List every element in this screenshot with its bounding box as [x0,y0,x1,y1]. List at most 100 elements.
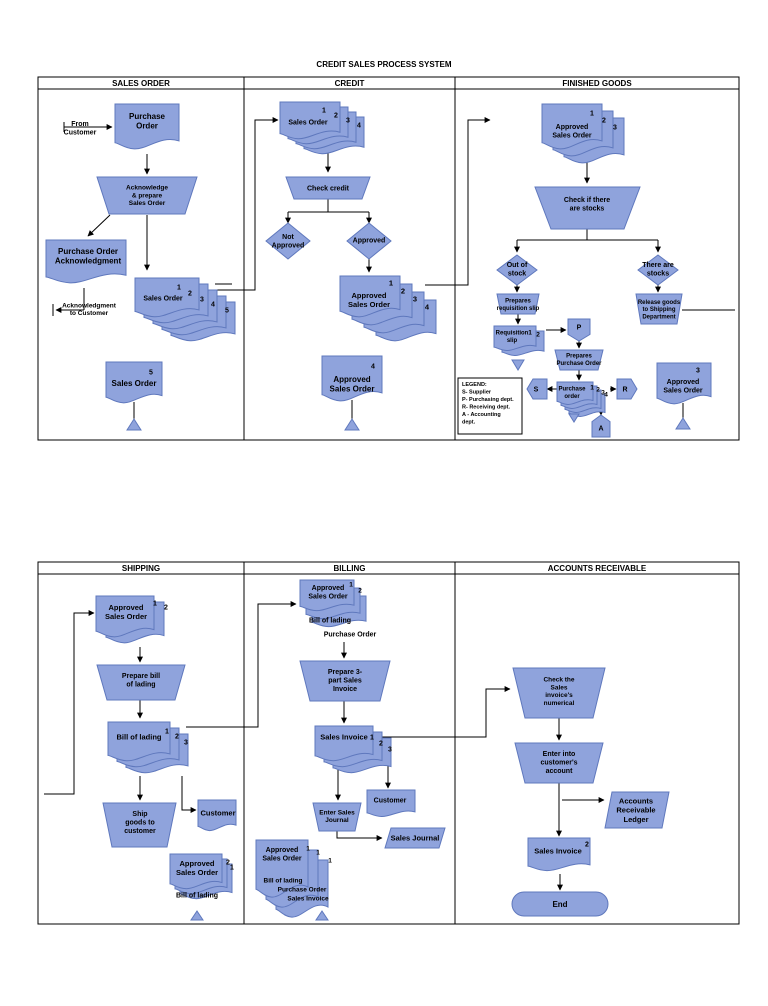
lane-header: SALES ORDER [112,79,170,88]
legend-line: R- Receiving dept. [462,404,510,410]
check-stocks-process [534,186,641,230]
copy-number: 1 [590,384,594,391]
copy-number: 2 [164,604,168,611]
end-label: End [552,900,567,909]
file-triangle-down [568,413,580,423]
receiving-connector [616,378,638,400]
purchase-order-multidoc-copy [556,381,594,405]
legend-line: A - Accounting [462,412,501,418]
billing-file-bol-label: Bill of lading [264,877,303,884]
prepares-requisition-process [496,293,540,315]
acknowledge-sales-order-process [96,176,198,215]
sales-order-doc-label: Sales Order [143,295,183,302]
credit-sales-order-label: Sales Order [288,119,328,126]
s-label: S [534,386,539,393]
lane-frame [37,561,740,925]
copy-number: 2 [188,290,192,297]
copy-number: 3 [601,389,605,396]
billing-file-po-label: Purchase Order [278,886,327,893]
ship-approved-so-multidoc-copy [95,595,155,638]
copy-number: 3 [413,295,417,304]
copy-number: 2 [334,112,338,119]
file-triangle [315,910,329,921]
swimlane-frames: CREDIT SALES PROCESS SYSTEM SALES ORDER CR… [37,60,740,925]
customer-copy-doc [197,799,237,832]
requisition-slip-multidoc-copy [493,325,537,351]
approved-label: Approved [353,237,386,244]
check-invoice-process [512,667,606,719]
copy-number: 3 [184,739,188,746]
billing-file-si-label: Sales Invoice [287,895,329,902]
file-triangle [344,418,360,431]
flow-line [181,776,197,813]
ship-goods-process [102,802,177,848]
copy-number: 4 [604,391,608,398]
billing-file-multidoc-copy [255,839,309,898]
copy-number: 2 [379,740,383,747]
ship-bol-label: Bill of lading [117,733,162,742]
copy-number: 4 [211,301,215,308]
accounting-connector [591,414,611,438]
copy-number: 3 [388,746,392,753]
sales-order-file-doc [105,361,163,404]
release-goods-process [635,293,683,325]
lane-header: CREDIT [335,79,365,88]
end-terminal [511,891,609,917]
check-credit-label: Check credit [307,185,350,192]
lane-frame [37,76,740,441]
bill-of-lading-multidoc-copy [107,721,171,762]
purchase-order-document [114,103,180,150]
sales-order-multidoc-copy [134,277,200,318]
copy-number: 1 [322,107,326,114]
copy-number: 1 [590,110,594,117]
flow-line [87,214,111,237]
diagram-title: CREDIT SALES PROCESS SYSTEM [316,60,451,69]
copy-number: 1 [389,279,393,288]
billing-bol-label: Bill of lading [309,617,351,624]
purchasing-dept-connector [567,318,591,342]
sales-journal-label: Sales Journal [391,834,440,843]
copy-number: 1 [328,857,332,864]
legend-line: dept. [462,419,476,425]
po-acknowledgment-document [45,239,127,284]
lane-header: BILLING [334,564,366,573]
billing-si-label: Sales Invoice [320,733,368,742]
copy-number: 2 [602,117,606,124]
fg-approved-so-multidoc-copy [541,103,603,150]
copy-number: 3 [200,296,204,303]
copy-number: 5 [149,369,153,376]
copy-number: 3 [613,124,617,131]
there-are-stocks-decision [637,254,679,286]
copy-number: 3 [696,367,700,374]
not-approved-decision [265,222,311,260]
copy-number: 5 [225,307,229,314]
check-credit-process [285,176,371,200]
enter-account-process [514,742,604,784]
ar-sales-invoice-doc [527,837,591,872]
copy-number: 1 [165,728,169,735]
supplier-connector [526,378,548,400]
copy-number: 3 [346,117,350,124]
to-billing-connector [186,601,297,728]
copy-number: 4 [357,122,361,129]
